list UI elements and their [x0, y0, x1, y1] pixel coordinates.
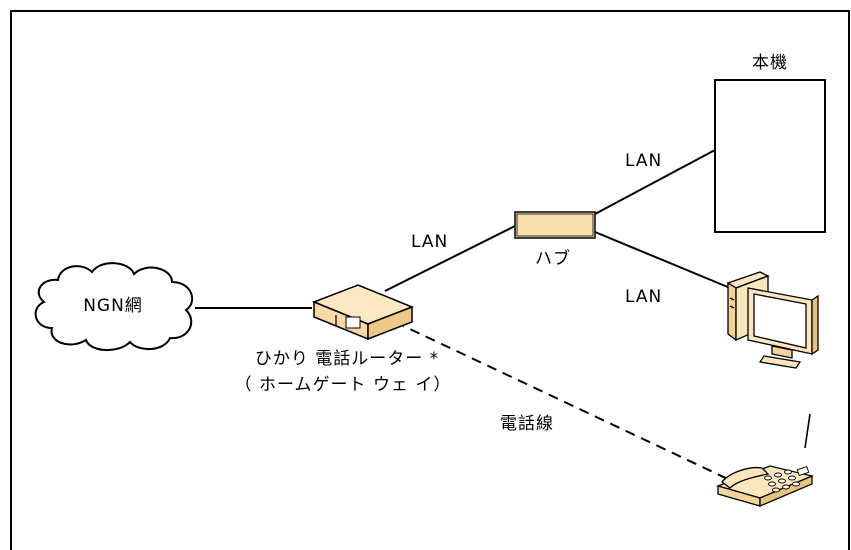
line-hub-pc — [594, 231, 736, 291]
telephone-icon — [715, 413, 815, 507]
device-box-icon — [714, 79, 826, 233]
diagram-frame — [10, 10, 850, 550]
hub-label: ハブ — [535, 249, 571, 269]
lan-label-router-hub: LAN — [411, 232, 449, 252]
cloud-icon — [34, 262, 194, 351]
router-icon — [311, 284, 415, 341]
line-router-phone — [394, 321, 731, 481]
device-label: 本機 — [752, 53, 788, 73]
hub-icon — [514, 211, 596, 239]
ngn-network-label: NGN網 — [83, 296, 143, 316]
line-router-hub — [384, 225, 516, 292]
router-label-line2: （ ホームゲート ウェ イ） — [234, 375, 452, 395]
router-label-line1: ひかり 電話ルーター * — [254, 349, 440, 369]
lan-label-hub-device: LAN — [625, 151, 663, 171]
line-hub-device — [594, 149, 716, 215]
lan-label-hub-pc: LAN — [625, 287, 663, 307]
desktop-pc-icon — [726, 271, 819, 369]
phone-line-label: 電話線 — [500, 414, 554, 434]
